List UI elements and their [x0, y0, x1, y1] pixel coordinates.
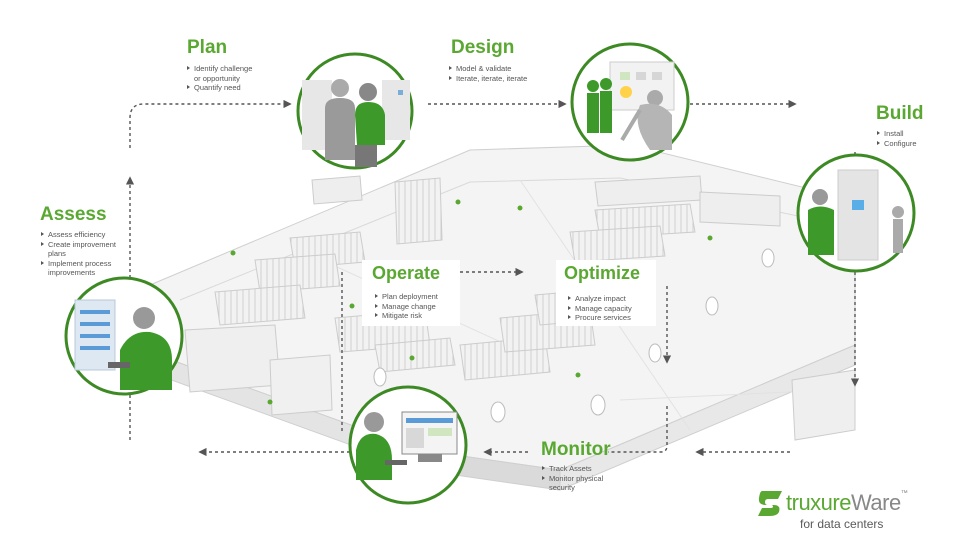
operate-bullet: Manage change: [374, 302, 438, 312]
assess-bullets: Assess efficiency Create improvement pla…: [40, 230, 116, 278]
datacenter-floorplan: [129, 144, 856, 491]
optimize-bullet: Procure services: [567, 313, 632, 323]
assess-bullet: Assess efficiency: [40, 230, 116, 240]
assess-bullet-text: plans: [48, 249, 66, 258]
build-illustration: [796, 153, 916, 273]
optimize-bullet: Manage capacity: [567, 304, 632, 314]
plan-title: Plan: [187, 37, 228, 58]
floor-people: [230, 199, 713, 405]
assess-bullet-continued: improvements: [40, 268, 116, 278]
operate-bullets: Plan deployment Manage change Mitigate r…: [374, 292, 438, 321]
build-bullets: Install Configure: [876, 129, 917, 148]
plan-illustration: [296, 52, 414, 170]
optimize-callout-bg: [556, 260, 656, 326]
operate-callout-bg: [362, 260, 460, 326]
logo-word-green: truxure: [786, 490, 851, 515]
assess-bullet-text: improvements: [48, 268, 96, 277]
design-title: Design: [451, 37, 515, 58]
optimize-bullets: Analyze impact Manage capacity Procure s…: [567, 294, 632, 323]
plan-bullets: Identify challenge or opportunity Quanti…: [186, 64, 252, 93]
design-bullet: Iterate, iterate, iterate: [448, 74, 527, 84]
monitor-bullet-text: security: [549, 483, 575, 492]
operate-title: Operate: [372, 263, 441, 283]
design-illustration: [570, 42, 690, 162]
operate-bullet: Mitigate risk: [374, 311, 438, 321]
logo-word-grey: Ware: [850, 490, 901, 515]
assess-bullet-continued: plans: [40, 249, 116, 259]
plan-bullet-continued: or opportunity: [186, 74, 252, 84]
rack-rows: [214, 175, 781, 381]
assess-bullet: Create improvement: [40, 240, 116, 250]
monitor-bullet: Track Assets: [541, 464, 603, 474]
monitor-illustration: [348, 385, 468, 505]
logo-wordmark: truxureWare™: [786, 490, 908, 516]
trees: [373, 248, 775, 423]
operate-bullet: Plan deployment: [374, 292, 438, 302]
logo-tagline: for data centers: [800, 517, 884, 531]
assess-illustration: [64, 276, 184, 396]
design-bullets: Model & validate Iterate, iterate, itera…: [448, 64, 527, 83]
build-title: Build: [876, 103, 924, 124]
plan-bullet: Identify challenge: [186, 64, 252, 74]
logo-trademark: ™: [900, 490, 908, 497]
monitor-bullet: Monitor physical: [541, 474, 603, 484]
monitor-bullet-continued: security: [541, 483, 603, 493]
plan-bullet-text: or opportunity: [194, 73, 240, 83]
design-bullet: Model & validate: [448, 64, 527, 74]
plan-bullet: Quantify need: [186, 83, 252, 93]
monitor-title: Monitor: [541, 439, 611, 460]
build-bullet: Install: [876, 129, 917, 139]
build-bullet: Configure: [876, 139, 917, 149]
optimize-title: Optimize: [564, 263, 641, 283]
monitor-bullets: Track Assets Monitor physical security: [541, 464, 603, 493]
optimize-bullet: Analyze impact: [567, 294, 632, 304]
struxureware-mark-icon: [758, 491, 782, 516]
struxureware-logo: truxureWare™ for data centers: [756, 486, 956, 536]
office-rooms: [184, 324, 856, 441]
assess-bullet: Implement process: [40, 259, 116, 269]
assess-title: Assess: [40, 204, 107, 225]
